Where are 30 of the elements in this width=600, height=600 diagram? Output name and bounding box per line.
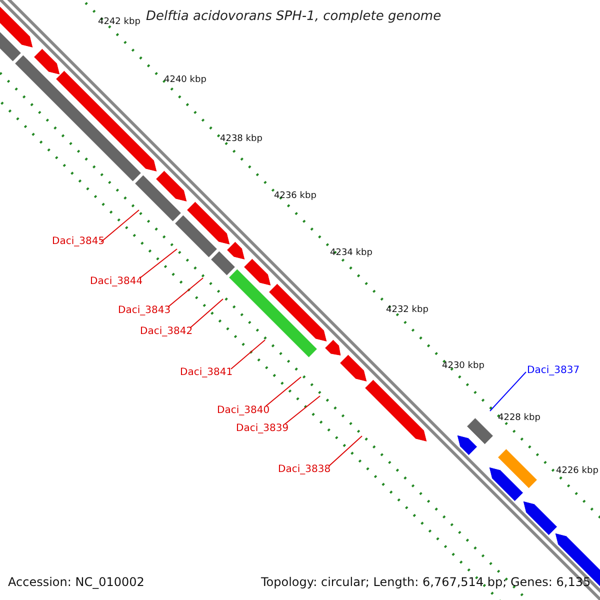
scale-label: 4232 kbp (386, 305, 428, 315)
gene-label: Daci_3842 (140, 326, 193, 337)
gene-label: Daci_3844 (90, 276, 143, 287)
gene-label: Daci_3838 (278, 464, 331, 475)
scale-label: 4236 kbp (274, 191, 316, 201)
gene-label: Daci_3843 (118, 305, 171, 316)
leader-line (168, 278, 204, 308)
scale-label: 4226 kbp (556, 466, 598, 476)
scale-label: 4228 kbp (498, 413, 540, 423)
scale-label: 4238 kbp (220, 134, 262, 144)
gene-label: Daci_3845 (52, 236, 105, 247)
leader-line (328, 436, 362, 466)
gene-label: Daci_3841 (180, 367, 233, 378)
leader-line (284, 396, 320, 424)
leader-line (140, 248, 178, 278)
gene-label: Daci_3840 (217, 405, 270, 416)
leader-line (490, 372, 526, 412)
scale-label: 4234 kbp (330, 248, 372, 258)
gene-label: Daci_3839 (236, 423, 289, 434)
scale-label: 4230 kbp (442, 361, 484, 371)
footer-text: Accession: NC_010002 (8, 575, 144, 589)
leader-line (100, 210, 140, 242)
leader-line (190, 298, 224, 328)
gene-label: Daci_3837 (527, 365, 580, 376)
leader-line (266, 376, 302, 406)
footer-text: Topology: circular; Length: 6,767,514 bp; Genes: 6,135 (261, 575, 591, 589)
leader-line (230, 340, 266, 370)
title: Delftia acidovorans SPH-1, complete genome (146, 9, 442, 24)
scale-label: 4242 kbp (98, 17, 140, 27)
scale-label: 4240 kbp (164, 75, 206, 85)
